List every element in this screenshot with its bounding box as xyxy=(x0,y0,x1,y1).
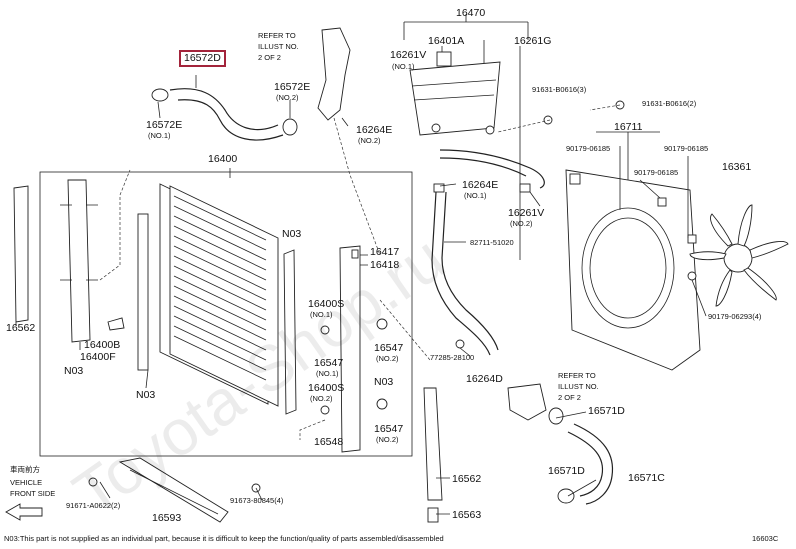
label-91673: 91673-80845(4) xyxy=(230,496,284,505)
front-label-2: FRONT SIDE xyxy=(10,489,56,498)
label-no2-d: (NO.2) xyxy=(376,354,399,363)
front-label-1: VEHICLE xyxy=(10,478,43,487)
label-16562-bottom: 16562 xyxy=(452,473,482,485)
label-16593: 16593 xyxy=(152,512,182,524)
label-16571d-a: 16571D xyxy=(588,405,625,417)
label-16400s-a: 16400S xyxy=(308,298,345,310)
label-no2-e: (NO.2) xyxy=(310,394,333,403)
seal-16562-left xyxy=(13,185,29,323)
water-inlet xyxy=(507,383,547,421)
label-90179-b: 90179-06185 xyxy=(664,144,709,153)
label-16571c: 16571C xyxy=(628,472,665,484)
figure-code: 16603C xyxy=(752,534,779,543)
refer-top-line1: REFER TO xyxy=(258,31,296,40)
label-77285: 77285-28100 xyxy=(430,353,475,362)
reservoir-hose xyxy=(439,149,545,189)
label-91631-3: 91631-B0616(3) xyxy=(532,85,587,94)
label-16418: 16418 xyxy=(370,259,400,271)
label-16261v-top: 16261V xyxy=(390,49,427,61)
label-16548: 16548 xyxy=(314,436,344,448)
label-16264e-top: 16264E xyxy=(356,124,393,136)
label-n03-a: N03 xyxy=(282,228,302,240)
label-16401a: 16401A xyxy=(428,35,465,47)
reservoir-cap-16401a xyxy=(436,51,452,67)
upper-hose-16572d xyxy=(169,88,279,131)
label-16572d-highlighted: 16572D xyxy=(179,50,226,67)
label-16261v-mid: 16261V xyxy=(508,207,545,219)
label-n03-b: N03 xyxy=(64,365,84,377)
label-no2-c: (NO.2) xyxy=(510,219,533,228)
label-16572e-no2: 16572E xyxy=(274,81,311,93)
reservoir-tank xyxy=(409,61,501,136)
label-16264d: 16264D xyxy=(466,373,503,385)
refer-bot-line3: 2 OF 2 xyxy=(558,393,581,402)
clamp-16572e-no1 xyxy=(151,88,169,102)
footnote: N03:This part is not supplied as an indi… xyxy=(4,535,444,543)
drain-cock-16400b xyxy=(107,317,125,331)
refer-top-line2: ILLUST NO. xyxy=(258,42,299,51)
label-16470: 16470 xyxy=(456,7,486,19)
lower-hose-16264d xyxy=(431,191,491,356)
label-90179-06293: 90179-06293(4) xyxy=(708,312,762,321)
label-16417: 16417 xyxy=(370,246,400,258)
refer-bot-line1: REFER TO xyxy=(558,371,596,380)
label-n03-d: N03 xyxy=(374,376,394,388)
water-outlet xyxy=(317,27,351,121)
front-direction-arrow xyxy=(5,503,43,521)
label-16547-c: 16547 xyxy=(374,423,404,435)
label-no1-a: (NO.1) xyxy=(392,62,415,71)
label-no1-e: (NO.1) xyxy=(316,369,339,378)
label-90179-c: 90179-06185 xyxy=(634,168,679,177)
refer-bot-line2: ILLUST NO. xyxy=(558,382,599,391)
label-16563: 16563 xyxy=(452,509,482,521)
label-16261g: 16261G xyxy=(514,35,552,47)
label-91671: 91671-A0622(2) xyxy=(66,501,121,510)
refer-top-line3: 2 OF 2 xyxy=(258,53,281,62)
label-90179-a: 90179-06185 xyxy=(566,144,611,153)
label-16400f: 16400F xyxy=(80,351,116,363)
label-82711: 82711-51020 xyxy=(470,238,514,247)
label-16400s-b: 16400S xyxy=(308,382,345,394)
label-16711: 16711 xyxy=(614,121,643,133)
radiator-assembly-frame xyxy=(39,171,413,457)
clamp-16572e-no2 xyxy=(282,118,298,136)
label-no2-b: (NO.2) xyxy=(358,136,381,145)
label-no1-c: (NO.1) xyxy=(464,191,487,200)
label-16547-b: 16547 xyxy=(374,342,404,354)
clamp-16571d-bottom xyxy=(557,488,575,504)
fan-16361 xyxy=(689,204,789,307)
label-16572e-no1: 16572E xyxy=(146,119,183,131)
label-16264e-mid: 16264E xyxy=(462,179,499,191)
bracket-16470 xyxy=(403,14,529,40)
clamp-16571d-top xyxy=(548,407,564,425)
radiator-support-n03 xyxy=(339,245,361,453)
label-no2-f: (NO.2) xyxy=(376,435,399,444)
label-n03-c: N03 xyxy=(136,389,156,401)
label-no1-b: (NO.1) xyxy=(148,131,171,140)
label-no2-a: (NO.2) xyxy=(276,93,299,102)
fan-shroud-16711 xyxy=(565,169,701,371)
label-16571d-b: 16571D xyxy=(548,465,585,477)
label-16400: 16400 xyxy=(208,153,238,165)
label-16547-a: 16547 xyxy=(314,357,344,369)
under-cover-16593 xyxy=(118,457,229,523)
label-91631-2: 91631-B0616(2) xyxy=(642,99,697,108)
seal-16562-bottom xyxy=(423,387,443,501)
label-16361: 16361 xyxy=(722,161,752,173)
radiator-side-tank xyxy=(67,179,91,343)
label-no1-d: (NO.1) xyxy=(310,310,333,319)
seal-16563 xyxy=(427,507,439,523)
seal-n03-right xyxy=(283,249,297,415)
seal-n03-left xyxy=(137,213,149,371)
hose-16571c xyxy=(567,431,604,497)
front-jp-label: 車両前方 xyxy=(10,465,40,474)
label-16400b: 16400B xyxy=(84,339,121,351)
label-16562-left: 16562 xyxy=(6,322,36,334)
